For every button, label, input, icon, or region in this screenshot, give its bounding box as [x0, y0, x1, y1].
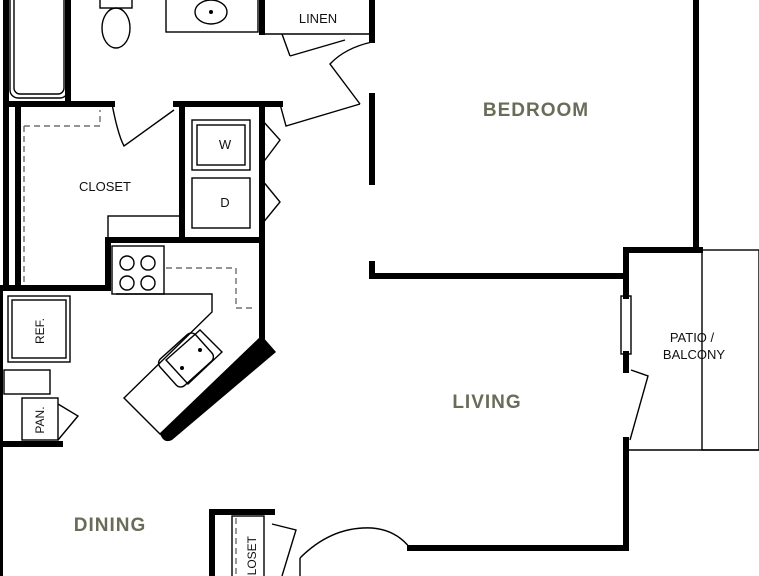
laundry: W D [179, 101, 281, 243]
sink-drain [209, 10, 213, 14]
closet-label: CLOSET [79, 179, 131, 194]
closet-bottom-label: CLOSET [245, 535, 259, 576]
bathtub [9, 0, 69, 99]
living-label: LIVING [452, 392, 521, 413]
dryer [191, 177, 251, 229]
patio-balcony: PATIO / BALCONY [620, 247, 759, 551]
dryer-label: D [220, 195, 229, 210]
patio-label-line2: BALCONY [663, 347, 725, 362]
entry-door [299, 527, 411, 559]
bathtub-inner [13, 0, 65, 95]
kitchen-sink [157, 332, 215, 388]
closet-shelf [107, 215, 181, 239]
bedroom-label: BEDROOM [483, 100, 589, 121]
patio-window [620, 295, 632, 355]
ref-label: REF. [33, 318, 47, 344]
linen-closet: LINEN [259, 0, 375, 57]
linen-label: LINEN [299, 11, 337, 26]
kitchen-counter [116, 293, 276, 442]
sink-icon [194, 0, 228, 25]
closet: CLOSET [15, 101, 181, 291]
toilet-tank [99, 0, 133, 9]
washer [191, 119, 251, 171]
patio-label-line1: PATIO / [670, 330, 715, 345]
toilet-bowl [101, 7, 131, 49]
pantry: PAN. [21, 397, 80, 441]
closet-bottom: CLOSET [209, 509, 297, 576]
bedroom-door [329, 41, 373, 105]
vanity [165, 0, 259, 33]
stove [111, 245, 165, 295]
washer-label: W [219, 137, 232, 152]
pantry-label: PAN. [33, 406, 47, 433]
dining-label: DINING [74, 515, 147, 536]
refrigerator: REF. [0, 285, 71, 576]
bathroom [9, 0, 259, 99]
